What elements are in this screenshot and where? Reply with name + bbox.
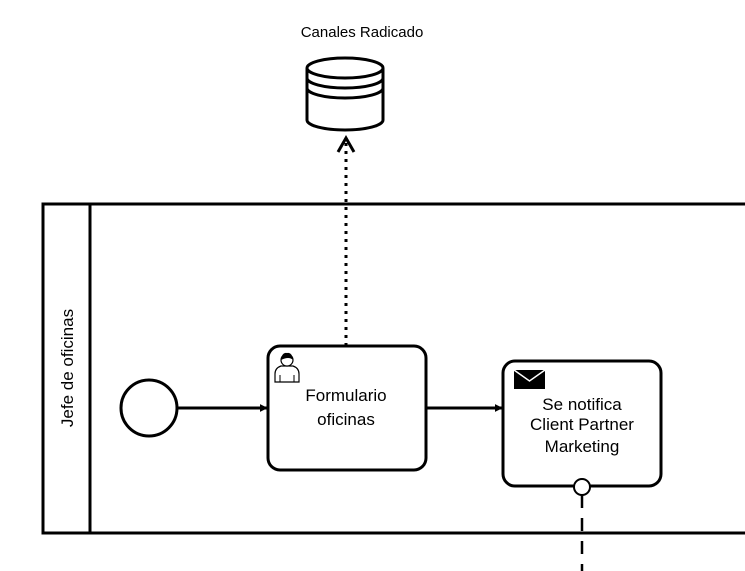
task-se-notifica[interactable]: Se notifica Client Partner Marketing: [501, 359, 663, 488]
task-formulario-oficinas[interactable]: Formulario oficinas: [266, 344, 428, 472]
task-formulario-line-2: oficinas: [317, 410, 375, 429]
lane-label: Jefe de oficinas: [58, 309, 77, 427]
message-flow-outgoing: [573, 478, 591, 571]
datastore-canales-radicado[interactable]: [305, 56, 385, 132]
user-icon: [274, 352, 300, 383]
task-notifica-line-3: Marketing: [545, 437, 620, 456]
start-event[interactable]: [119, 378, 179, 438]
datastore-label: Canales Radicado: [301, 24, 424, 41]
lane-jefe-de-oficinas[interactable]: [41, 202, 745, 535]
task-notifica-line-2: Client Partner: [530, 415, 634, 434]
task-notifica-line-1: Se notifica: [542, 395, 622, 414]
task-formulario-line-1: Formulario: [305, 386, 386, 405]
data-association-arrow: [336, 134, 356, 346]
envelope-icon: [513, 369, 546, 389]
